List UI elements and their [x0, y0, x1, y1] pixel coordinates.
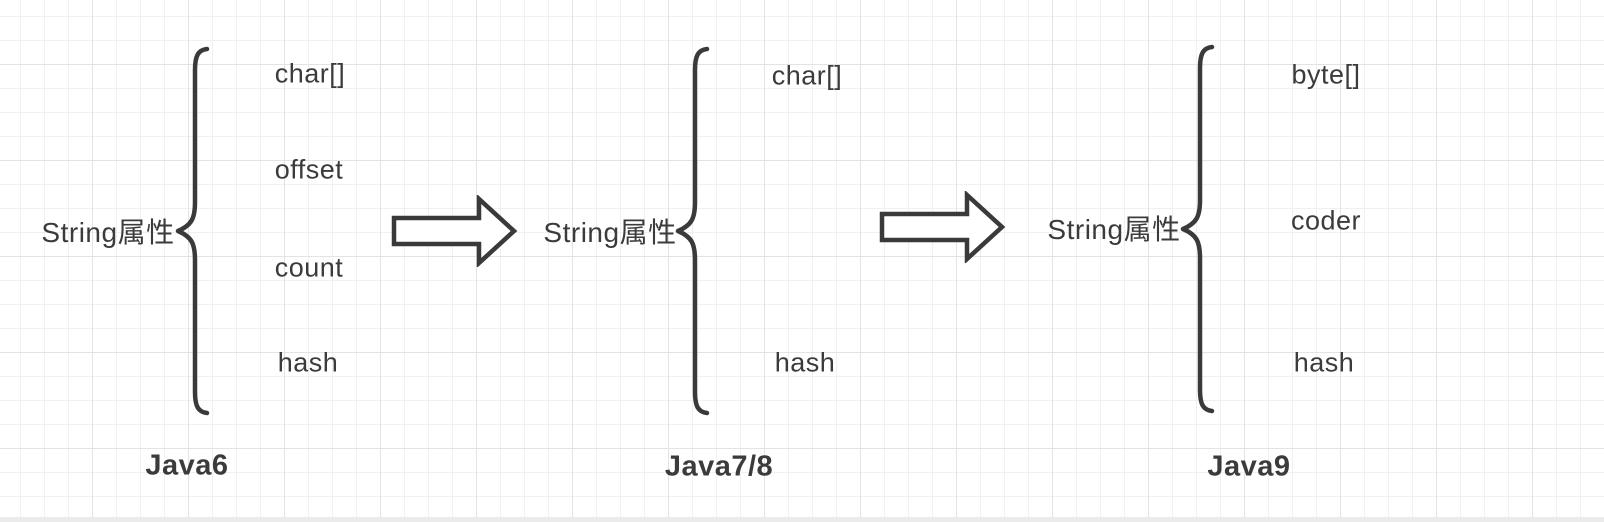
attr-offset-java6: offset — [274, 154, 344, 185]
canvas-bottom-edge — [0, 517, 1604, 522]
transition-arrow-icon-2 — [879, 191, 1006, 263]
curly-brace-java78 — [675, 46, 710, 416]
attr-count-java6: count — [274, 252, 344, 283]
version-label-java6: Java6 — [145, 449, 229, 482]
attr-char-array-java6: char[] — [274, 58, 346, 89]
curly-brace-java9 — [1180, 44, 1215, 414]
attr-byte-array-java9: byte[] — [1291, 59, 1361, 90]
attr-char-array-java78: char[] — [771, 60, 843, 91]
attr-hash-java6: hash — [277, 347, 339, 378]
string-attrs-label-java78: String属性 — [543, 217, 677, 248]
string-attrs-label-java6: String属性 — [41, 217, 175, 248]
attr-hash-java9: hash — [1293, 347, 1355, 378]
curly-brace-java6 — [175, 46, 210, 416]
version-label-java78: Java7/8 — [664, 450, 774, 483]
attr-coder-java9: coder — [1290, 205, 1362, 236]
transition-arrow-icon-1 — [391, 195, 518, 267]
string-attrs-label-java9: String属性 — [1047, 214, 1181, 245]
version-label-java9: Java9 — [1207, 450, 1291, 483]
attr-hash-java78: hash — [774, 347, 836, 378]
